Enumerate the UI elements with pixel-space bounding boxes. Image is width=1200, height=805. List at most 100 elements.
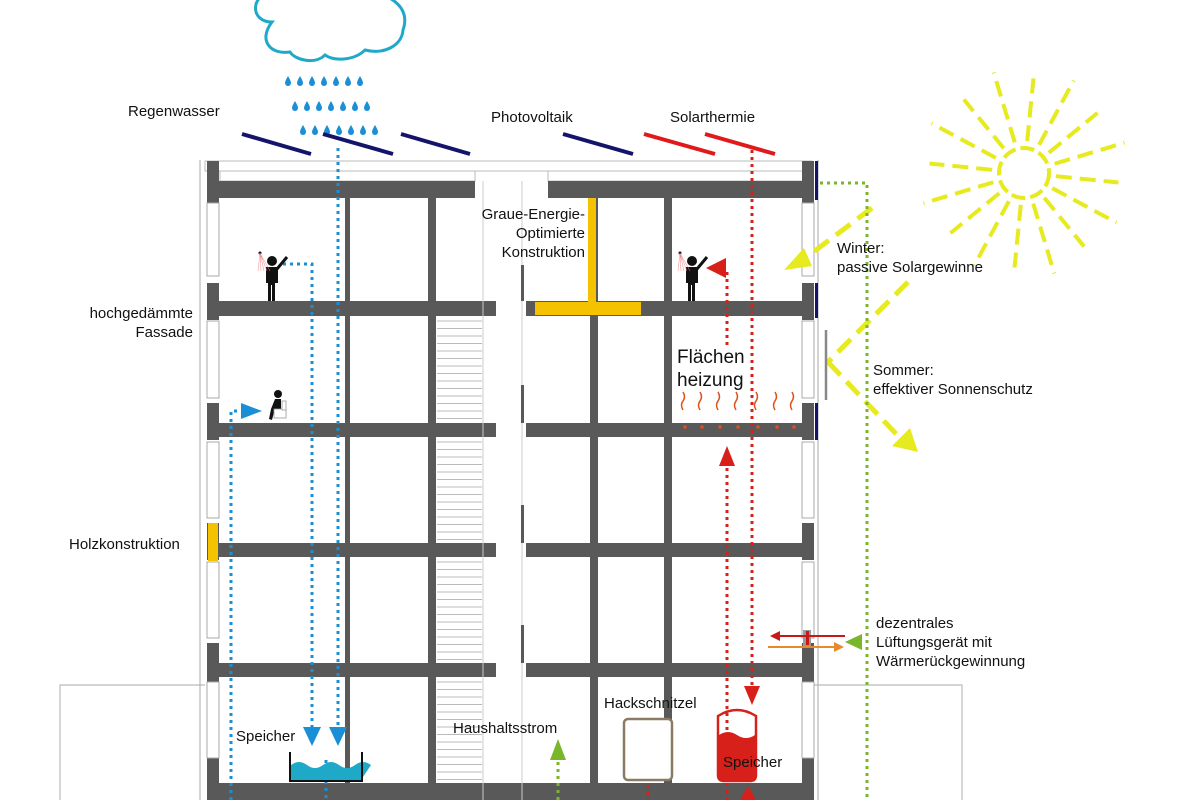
- sun-ray: [949, 191, 1001, 235]
- sun-ray: [929, 161, 993, 172]
- label-grey-energy: Graue-Energie- Optimierte Konstruktion: [440, 205, 585, 262]
- rain-drop: [372, 125, 378, 135]
- label-floor-heating-line-2: heizung: [677, 370, 744, 391]
- woodchip-container-icon: [622, 717, 674, 782]
- rain-drop: [309, 76, 315, 86]
- shower-spray: [259, 252, 265, 272]
- label-summer-line-2: effektiver Sonnenschutz: [873, 381, 1033, 398]
- heating-pipe-dot: [683, 425, 687, 429]
- label-summer: Sommer: effektiver Sonnenschutz: [873, 361, 1033, 399]
- heating-pipe-dot: [718, 425, 722, 429]
- sun-ray: [1051, 186, 1118, 225]
- shower-spray: [679, 252, 685, 272]
- heat-wave: [789, 391, 795, 411]
- outer-wall-left: [207, 198, 219, 205]
- sun-ray: [1031, 203, 1057, 275]
- inner-wall: [590, 198, 598, 783]
- label-woodchips: Hackschnitzel: [604, 695, 697, 712]
- person-head: [267, 256, 277, 266]
- roof-insulation: [547, 170, 804, 182]
- heat-wave: [733, 391, 739, 411]
- roof-slab: [207, 181, 475, 198]
- sun-ray: [1012, 204, 1023, 268]
- inner-wall: [428, 198, 436, 783]
- label-floor-heating: Flächen heizung: [677, 346, 745, 392]
- sun-ray: [962, 98, 1006, 150]
- window-right: [801, 441, 815, 519]
- toilet-person-icon: [269, 390, 287, 420]
- person-body: [686, 267, 698, 301]
- stair-landing-wall: [521, 265, 524, 301]
- shower-spray: [259, 252, 262, 272]
- label-solar-thermal: Solarthermie: [670, 109, 756, 126]
- shower-spray: [259, 252, 271, 272]
- sun-ray: [972, 200, 1011, 267]
- shower-person-icon: [257, 251, 289, 301]
- sun-ray: [1047, 111, 1099, 155]
- heat-storage-tank-icon: [716, 708, 758, 783]
- pv-panels: [241, 132, 634, 156]
- label-ventilation-line-1: dezentrales: [876, 615, 954, 632]
- label-summer-line-1: Sommer:: [873, 362, 934, 379]
- rain-drop: [297, 76, 303, 86]
- label-grey-energy-line-1: Graue-Energie-: [481, 206, 585, 223]
- heating-supply-line: [646, 258, 756, 800]
- toilet-icon: [273, 408, 287, 419]
- solar-thermal-panels: [643, 132, 776, 156]
- sun-ray: [922, 180, 994, 206]
- sun-ray: [1042, 196, 1086, 248]
- rain-drop: [285, 76, 291, 86]
- grey-energy-column: [588, 198, 596, 302]
- person-arm: [275, 256, 289, 270]
- outer-wall-right: [802, 198, 814, 205]
- floor-slab: [207, 423, 496, 437]
- label-heat-storage: Speicher: [723, 754, 783, 771]
- toilet-tank: [281, 400, 287, 411]
- staircase: [437, 320, 482, 780]
- window-left: [206, 681, 220, 759]
- outer-wall-left: [207, 403, 219, 440]
- heat-wave: [753, 391, 759, 411]
- rain-drop: [328, 101, 334, 111]
- heating-pipe-dot: [736, 425, 740, 429]
- roof-insulation: [219, 170, 476, 182]
- shower-spray: [679, 252, 691, 272]
- facade-pv-strip: [815, 403, 818, 440]
- rain-drop: [357, 76, 363, 86]
- rain-drop: [304, 101, 310, 111]
- window-right: [801, 320, 815, 399]
- heat-wave: [772, 391, 778, 411]
- person-head: [274, 390, 282, 398]
- electricity-line: [550, 181, 869, 800]
- rain-drop: [360, 125, 366, 135]
- inner-wall: [345, 198, 350, 783]
- label-water-storage: Speicher: [236, 728, 296, 745]
- shower-spray: [677, 252, 681, 272]
- outer-wall-right: [802, 283, 814, 320]
- floor-heating-waves-icon: [680, 391, 796, 429]
- label-winter: Winter: passive Solargewinne: [837, 239, 983, 277]
- label-facade-line-1: hochgedämmte: [89, 305, 193, 322]
- label-timber: Holzkonstruktion: [69, 536, 180, 553]
- outer-wall-right: [802, 403, 814, 440]
- person-body: [266, 267, 278, 301]
- outer-wall-right: [802, 523, 814, 560]
- rainwater-lines: [229, 148, 347, 800]
- floor-slab: [207, 663, 496, 677]
- label-household-power: Haushaltsstrom: [453, 720, 558, 737]
- heating-pipe-dot: [756, 425, 760, 429]
- window-right: [801, 561, 815, 639]
- facade-pv-strip: [815, 283, 818, 318]
- rain-drop: [348, 125, 354, 135]
- shower-person-icon: [677, 251, 709, 301]
- rain-drop: [336, 125, 342, 135]
- outer-wall-left: [207, 283, 219, 320]
- roof-parapet: [204, 160, 813, 172]
- summer-sun-ray: [826, 280, 918, 452]
- water-tank-icon: [289, 752, 371, 782]
- sun-ray: [1025, 78, 1036, 142]
- stair-landing-wall: [521, 505, 524, 543]
- heating-pipe-dot: [700, 425, 704, 429]
